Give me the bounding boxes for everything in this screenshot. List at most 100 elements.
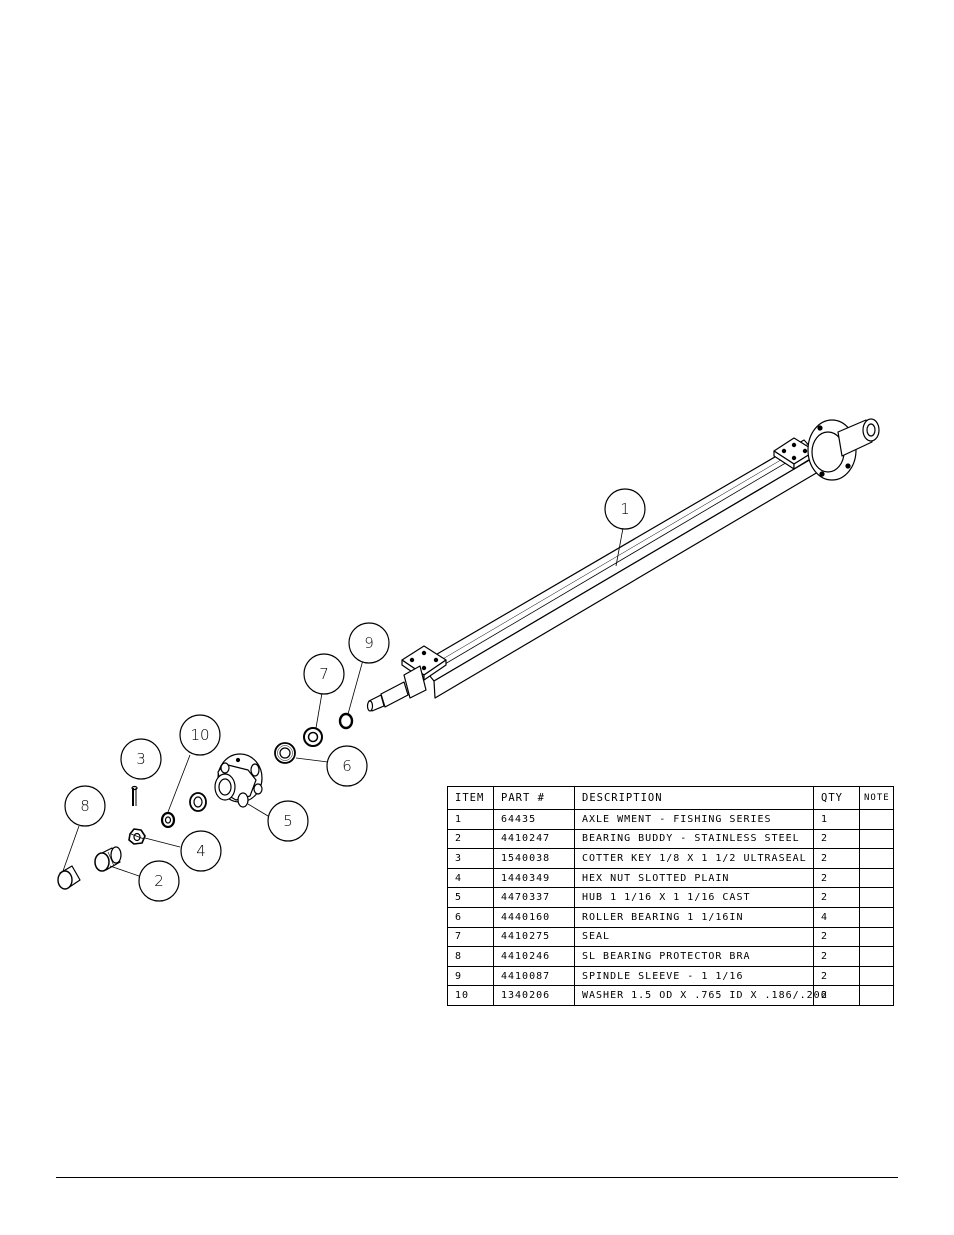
table-row: 7 4410275 SEAL 2 bbox=[447, 926, 894, 948]
cell-description: WASHER 1.5 OD X .765 ID X .186/.206 bbox=[574, 985, 827, 1006]
cell-note bbox=[859, 926, 894, 948]
table-row: 4 1440349 HEX NUT SLOTTED PLAIN 2 bbox=[447, 867, 894, 889]
cell-note bbox=[859, 887, 894, 908]
cell-qty: 2 bbox=[813, 965, 860, 987]
cell-qty: 2 bbox=[813, 926, 860, 948]
cell-item: 1 bbox=[447, 809, 494, 830]
table-row: 10 1340206 WASHER 1.5 OD X .765 ID X .18… bbox=[447, 985, 894, 1006]
callout-label-7: 7 bbox=[319, 665, 329, 683]
cell-qty: 4 bbox=[813, 906, 860, 928]
table-row: 8 4410246 SL BEARING PROTECTOR BRA 2 bbox=[447, 946, 894, 967]
hex-nut bbox=[128, 828, 146, 845]
cell-part-number: 4410087 bbox=[493, 965, 575, 987]
header-qty: QTY bbox=[813, 786, 860, 810]
cell-description: SPINDLE SLEEVE - 1 1/16 bbox=[574, 965, 814, 987]
cell-part-number: 4410247 bbox=[493, 828, 575, 850]
axle-tube bbox=[419, 439, 819, 699]
cell-qty: 2 bbox=[813, 828, 860, 850]
header-item: ITEM bbox=[447, 786, 494, 810]
cell-description: HUB 1 1/16 X 1 1/16 CAST bbox=[574, 887, 814, 908]
callout-label-8: 8 bbox=[80, 797, 90, 815]
cell-qty: 2 bbox=[813, 867, 860, 889]
table-row: 5 4470337 HUB 1 1/16 X 1 1/16 CAST 2 bbox=[447, 887, 894, 908]
table-row: 1 64435 AXLE WMENT - FISHING SERIES 1 bbox=[447, 809, 894, 830]
callout-10: 10 bbox=[179, 714, 221, 756]
cell-qty: 2 bbox=[813, 887, 860, 908]
callout-label-9: 9 bbox=[364, 634, 374, 652]
cell-note bbox=[859, 946, 894, 967]
cell-part-number: 4440160 bbox=[493, 906, 575, 928]
cell-note bbox=[859, 809, 894, 830]
cell-part-number: 1340206 bbox=[493, 985, 575, 1006]
table-row: 3 1540038 COTTER KEY 1/8 X 1 1/2 ULTRASE… bbox=[447, 848, 894, 869]
callout-label-3: 3 bbox=[136, 750, 146, 768]
hub bbox=[214, 753, 263, 808]
callout-label-4: 4 bbox=[196, 842, 206, 860]
bearing-protector bbox=[57, 865, 81, 890]
leader-lines bbox=[62, 527, 624, 877]
cell-item: 4 bbox=[447, 867, 494, 889]
callout-3: 3 bbox=[120, 738, 162, 780]
table-header-row: ITEM PART # DESCRIPTION QTY NOTE bbox=[447, 786, 894, 810]
roller-bearing-outer bbox=[189, 792, 207, 812]
cell-item: 6 bbox=[447, 906, 494, 928]
cell-item: 3 bbox=[447, 848, 494, 869]
cell-qty: 1 bbox=[813, 809, 860, 830]
cell-item: 9 bbox=[447, 965, 494, 987]
cotter-key bbox=[131, 785, 138, 806]
footer-divider bbox=[56, 1177, 898, 1178]
header-description: DESCRIPTION bbox=[574, 786, 814, 810]
cell-qty: 2 bbox=[813, 946, 860, 967]
cell-part-number: 1440349 bbox=[493, 867, 575, 889]
cell-part-number: 64435 bbox=[493, 809, 575, 830]
cell-item: 8 bbox=[447, 946, 494, 967]
seal bbox=[303, 727, 323, 747]
cell-description: AXLE WMENT - FISHING SERIES bbox=[574, 809, 814, 830]
cell-description: BEARING BUDDY - STAINLESS STEEL bbox=[574, 828, 814, 850]
table-row: 9 4410087 SPINDLE SLEEVE - 1 1/16 2 bbox=[447, 965, 894, 987]
cell-note bbox=[859, 965, 894, 987]
callout-5: 5 bbox=[267, 800, 309, 842]
cell-description: SL BEARING PROTECTOR BRA bbox=[574, 946, 814, 967]
callout-4: 4 bbox=[180, 830, 222, 872]
callout-label-5: 5 bbox=[283, 812, 293, 830]
cell-description: SEAL bbox=[574, 926, 814, 948]
callout-6: 6 bbox=[326, 745, 368, 787]
callout-8: 8 bbox=[64, 785, 106, 827]
cell-item: 7 bbox=[447, 926, 494, 948]
callout-label-10: 10 bbox=[190, 726, 209, 744]
cell-description: HEX NUT SLOTTED PLAIN bbox=[574, 867, 814, 889]
cell-description: ROLLER BEARING 1 1/16IN bbox=[574, 906, 814, 928]
cell-part-number: 4470337 bbox=[493, 887, 575, 908]
left-spindle bbox=[366, 665, 427, 712]
washer bbox=[160, 811, 176, 829]
cell-note bbox=[859, 848, 894, 869]
callout-label-2: 2 bbox=[154, 872, 164, 890]
right-hub-assembly bbox=[807, 418, 880, 481]
cell-qty: 2 bbox=[813, 848, 860, 869]
callout-label-1: 1 bbox=[620, 500, 630, 518]
parts-list-table: ITEM PART # DESCRIPTION QTY NOTE 1 64435… bbox=[447, 786, 894, 1006]
cell-item: 2 bbox=[447, 828, 494, 850]
cell-part-number: 4410246 bbox=[493, 946, 575, 967]
cell-qty: 2 bbox=[813, 985, 860, 1006]
callout-9: 9 bbox=[348, 622, 390, 664]
bearing-buddy bbox=[94, 846, 122, 872]
cell-note bbox=[859, 828, 894, 850]
header-part-number: PART # bbox=[493, 786, 575, 810]
cell-part-number: 4410275 bbox=[493, 926, 575, 948]
cell-item: 5 bbox=[447, 887, 494, 908]
cell-description: COTTER KEY 1/8 X 1 1/2 ULTRASEAL bbox=[574, 848, 814, 869]
cell-part-number: 1540038 bbox=[493, 848, 575, 869]
cell-note bbox=[859, 867, 894, 889]
roller-bearing-inner bbox=[274, 742, 296, 764]
cell-note bbox=[859, 906, 894, 928]
cell-note bbox=[859, 985, 894, 1006]
callout-1: 1 bbox=[604, 488, 646, 530]
callout-label-6: 6 bbox=[342, 757, 352, 775]
table-row: 2 4410247 BEARING BUDDY - STAINLESS STEE… bbox=[447, 828, 894, 850]
callout-7: 7 bbox=[303, 653, 345, 695]
table-row: 6 4440160 ROLLER BEARING 1 1/16IN 4 bbox=[447, 906, 894, 928]
header-note: NOTE bbox=[859, 786, 894, 810]
